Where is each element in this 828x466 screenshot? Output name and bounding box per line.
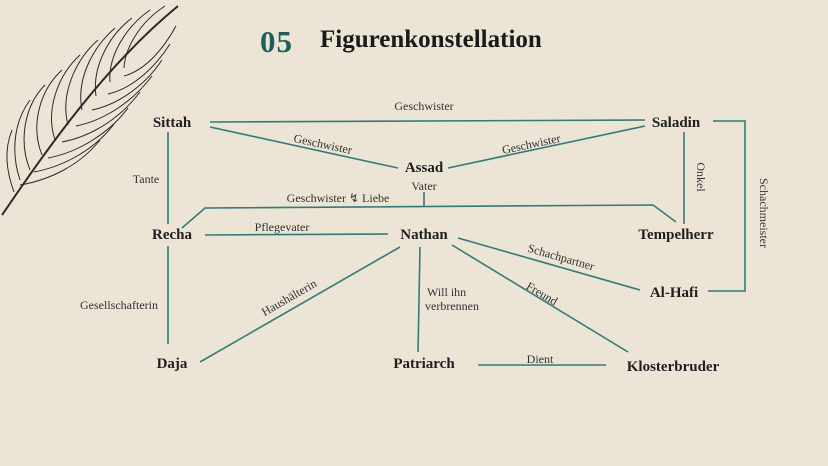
edge-nathan-daja: [199, 246, 401, 363]
label-nathan-alhafi: Schachpartner: [526, 241, 596, 273]
node-klosterbruder: Klosterbruder: [627, 359, 720, 375]
feather-icon: [1, 5, 179, 216]
label-assad-vater: Vater: [411, 179, 436, 193]
slide-title: Figurenkonstellation: [320, 26, 542, 53]
node-tempelherr: Tempelherr: [638, 227, 714, 243]
slide-number: 05: [260, 24, 293, 59]
label-sittah-recha: Tante: [133, 172, 159, 186]
node-daja: Daja: [157, 356, 188, 372]
node-recha: Recha: [152, 227, 192, 243]
label-sittah-assad: Geschwister: [292, 131, 353, 157]
node-saladin: Saladin: [652, 115, 701, 131]
edge-nathan-patriarch: [417, 246, 421, 353]
node-sittah: Sittah: [153, 115, 192, 131]
edge-nathan-alhafi: [457, 237, 641, 291]
edge-nathan-klosterbruder: [451, 244, 629, 353]
edge-recha-nathan: [204, 233, 389, 236]
label-recha-tempelherr: Geschwister ↯ Liebe: [287, 191, 390, 205]
edge-sittah-saladin: [209, 119, 646, 123]
edge-assad-saladin: [447, 125, 646, 169]
node-nathan: Nathan: [400, 227, 448, 243]
label-nathan-patriarch-line2: verbrennen: [425, 299, 479, 313]
edge-saladin-alhafi: [708, 120, 746, 292]
edge-recha-tempelherr: [181, 204, 677, 229]
label-recha-nathan: Pflegevater: [255, 220, 310, 234]
label-patriarch-klosterbruder: Dient: [527, 352, 554, 366]
label-assad-saladin: Geschwister: [501, 131, 562, 157]
label-nathan-klosterbruder: Freund: [524, 279, 560, 309]
label-nathan-daja: Haushälterin: [259, 276, 319, 319]
node-alhafi: Al-Hafi: [650, 285, 698, 301]
label-recha-daja: Gesellschafterin: [80, 298, 158, 312]
node-assad: Assad: [405, 160, 444, 176]
label-nathan-patriarch-line1: Will ihn: [427, 285, 466, 299]
label-saladin-alhafi: Schachmeister: [757, 178, 771, 248]
node-patriarch: Patriarch: [393, 356, 455, 372]
label-sittah-saladin: Geschwister: [394, 99, 453, 113]
edge-sittah-assad: [209, 126, 399, 169]
label-saladin-tempelherr: Onkel: [694, 162, 708, 192]
